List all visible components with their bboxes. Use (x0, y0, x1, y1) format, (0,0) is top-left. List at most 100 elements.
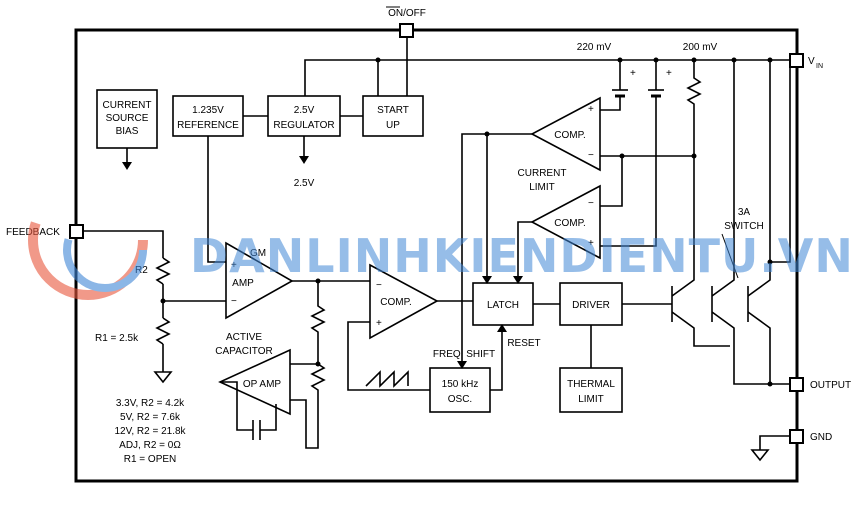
comp-current-1-label: COMP. (554, 130, 586, 141)
reset-arrowhead (497, 324, 507, 332)
osc-line-1: 150 kHz (442, 379, 479, 390)
feedback-pin (69, 224, 84, 239)
active-cap-resistor-2 (310, 363, 326, 408)
csb-arrowhead (122, 162, 132, 170)
dot-11 (619, 153, 625, 159)
regulator-line-1: 2.5V (294, 105, 315, 116)
current-comparator-2 (530, 184, 601, 260)
freq-shift-label: FREQ. SHIFT (433, 349, 495, 360)
table-line-1: 3.3V, R2 = 4.2k (116, 398, 185, 409)
op-amp (218, 348, 291, 416)
op-amp-cap-wire-r (260, 404, 277, 431)
vin-rail (304, 59, 790, 96)
ref-to-gm-wire (207, 136, 226, 263)
osc-reset-wire (490, 368, 503, 391)
v220-label: 220 mV (577, 42, 612, 53)
cc1-minus: − (588, 150, 594, 161)
dot-1 (375, 57, 381, 63)
start-up-line-2: UP (386, 120, 400, 131)
q2-emitter (711, 311, 790, 385)
q1-collector (671, 156, 695, 297)
dot-14 (767, 381, 773, 387)
table-line-5: R1 = OPEN (124, 454, 177, 465)
current-limit-1: CURRENT (518, 168, 567, 179)
regulator-line-2: REGULATOR (273, 120, 334, 131)
gnd-wire (759, 435, 790, 450)
dot-13 (767, 259, 773, 265)
output-label: OUTPUT (810, 380, 851, 391)
csb-line-2: SOURCE (106, 113, 149, 124)
on-off-label: ON/OFF (388, 8, 426, 19)
switch-pointer (721, 233, 739, 279)
v25-label: 2.5V (294, 178, 315, 189)
start-up-line-1: START (377, 105, 409, 116)
dot-8 (315, 278, 321, 284)
gm-plus: + (231, 260, 237, 271)
r2-resistor (155, 257, 171, 285)
cc2-arrowhead (513, 276, 523, 284)
gm-amp (225, 241, 294, 320)
v200-wire (600, 96, 657, 247)
vin-pin (789, 53, 804, 68)
cc1-plus: + (588, 104, 594, 115)
watermark-logo (28, 180, 148, 300)
sense-to-cc2-wire (600, 156, 623, 207)
dot-4 (691, 57, 697, 63)
comp-main-plus: + (376, 318, 382, 329)
op-amp-label: OP AMP (243, 379, 281, 390)
comp-main-minus: − (376, 280, 382, 291)
dot-7 (160, 298, 166, 304)
cc1-arrowhead (482, 276, 492, 284)
r1-resistor (155, 317, 171, 345)
feedback-wire (83, 230, 164, 258)
vin-label: V (808, 56, 815, 67)
q2-collector (711, 60, 735, 297)
active-cap-resistor-1 (310, 281, 326, 364)
oscillator-block (429, 367, 491, 413)
dot-9 (315, 361, 321, 367)
q3-emitter (747, 311, 771, 384)
op-amp-cap-wire-l (220, 381, 253, 431)
dot-5 (731, 57, 737, 63)
cc2-minus: − (588, 198, 594, 209)
q3-collector (747, 60, 771, 297)
table-line-4: ADJ, R2 = 0Ω (119, 440, 181, 451)
current-comparator-1 (530, 96, 601, 172)
reference-line-2: REFERENCE (177, 120, 239, 131)
r1-label: R1 = 2.5k (95, 333, 139, 344)
chip-outline (74, 28, 799, 483)
v220-wire (600, 96, 621, 111)
sawtooth (365, 370, 409, 388)
comp-main-label: COMP. (380, 297, 412, 308)
switch-label-2: SWITCH (724, 221, 763, 232)
csb-line-1: CURRENT (103, 100, 152, 111)
gnd-label: GND (810, 432, 832, 443)
v220-plus: + (630, 68, 636, 79)
regulator-arrowhead (299, 156, 309, 164)
cc2-plus: + (588, 238, 594, 249)
reference-line-1: 1.235V (192, 105, 224, 116)
cc2-to-latch-wire (517, 221, 532, 283)
comp-current-2-label: COMP. (554, 218, 586, 229)
gnd-pin (789, 429, 804, 444)
table-line-3: 12V, R2 = 21.8k (114, 426, 186, 437)
latch-label: LATCH (487, 300, 519, 311)
output-pin (789, 377, 804, 392)
table-line-2: 5V, R2 = 7.6k (120, 412, 181, 423)
dot-3 (653, 57, 659, 63)
thermal-line-2: LIMIT (578, 394, 604, 405)
gm-minus: − (231, 296, 237, 307)
r1-ground (153, 371, 173, 384)
freq-shift-wire (461, 133, 487, 368)
active-capacitor-1: ACTIVE (226, 332, 262, 343)
thermal-limit-block (559, 367, 623, 413)
osc-line-2: OSC. (448, 394, 472, 405)
sense-resistor (686, 60, 702, 156)
freq-shift-arrowhead (457, 361, 467, 369)
dot-12 (691, 153, 697, 159)
main-comparator (369, 263, 439, 340)
dot-10 (484, 131, 490, 137)
v200-plus: + (666, 68, 672, 79)
on-off-pin (399, 23, 414, 38)
